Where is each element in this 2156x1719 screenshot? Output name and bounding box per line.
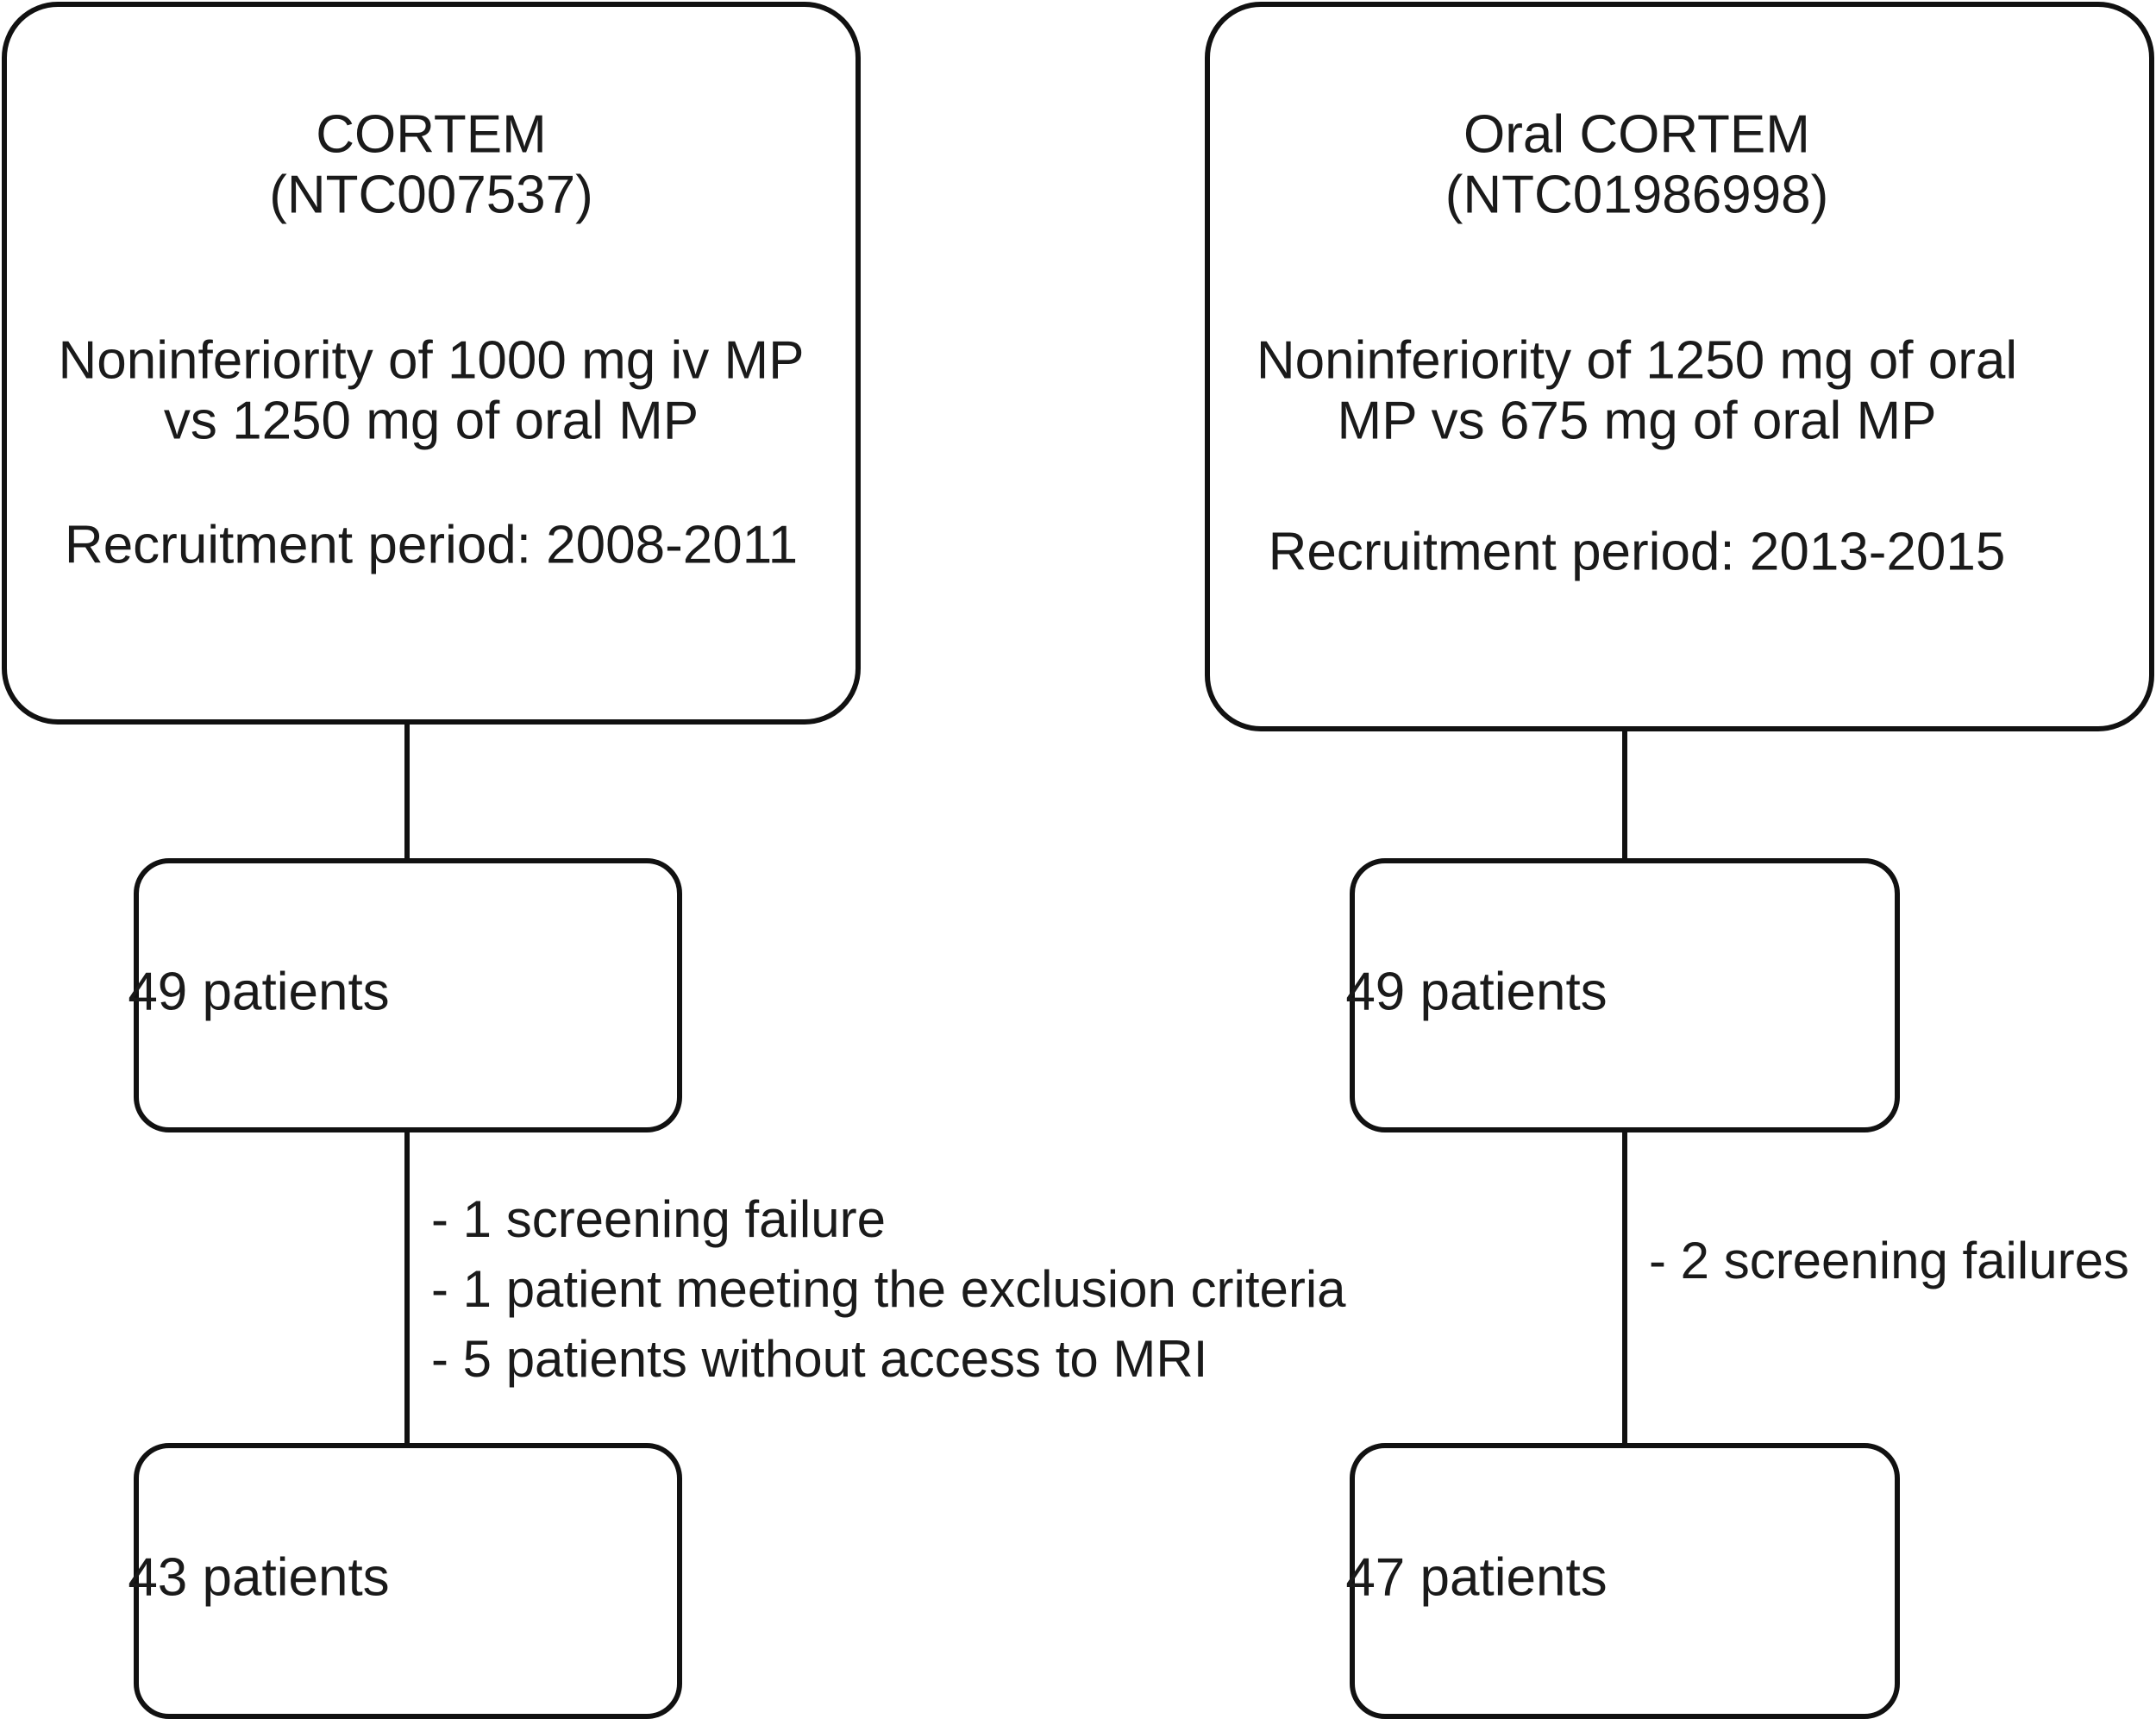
study-box-oral-cortem xyxy=(1205,2,2154,731)
analyzed-box-oral-cortem xyxy=(1350,1443,1900,1719)
enrolled-box-oral-cortem xyxy=(1350,858,1900,1132)
enrolled-count-cortem: 49 patients xyxy=(128,962,389,1021)
study-registration-cortem: (NTC007537) xyxy=(269,165,593,224)
analyzed-count-cortem: 43 patients xyxy=(128,1547,389,1607)
study-registration-oral-cortem: (NTC01986998) xyxy=(1445,165,1829,224)
study-objective-line2-oral-cortem: MP vs 675 mg of oral MP xyxy=(1338,391,1937,450)
study-objective-line1-cortem: Noninferiority of 1000 mg iv MP xyxy=(59,330,805,390)
exclusion-item-left-0: - 1 screening failure xyxy=(431,1190,886,1248)
exclusion-item-left-2: - 5 patients without access to MRI xyxy=(431,1330,1207,1388)
enrolled-count-oral-cortem: 49 patients xyxy=(1345,962,1607,1021)
study-objective-line1-oral-cortem: Noninferiority of 1250 mg of oral xyxy=(1257,330,2017,390)
analyzed-count-oral-cortem: 47 patients xyxy=(1345,1547,1607,1607)
study-name-oral-cortem: Oral CORTEM xyxy=(1463,104,1810,164)
exclusion-item-left-1: - 1 patient meeting the exclusion criter… xyxy=(431,1260,1346,1318)
study-box-cortem xyxy=(2,2,861,725)
study-recruitment-cortem: Recruitment period: 2008-2011 xyxy=(65,515,798,574)
exclusion-item-right-0: - 2 screening failures xyxy=(1649,1232,2129,1289)
study-objective-line2-cortem: vs 1250 mg of oral MP xyxy=(164,391,699,450)
study-recruitment-oral-cortem: Recruitment period: 2013-2015 xyxy=(1269,522,2006,581)
enrolled-box-cortem xyxy=(134,858,682,1132)
study-name-cortem: CORTEM xyxy=(316,104,547,164)
analyzed-box-cortem xyxy=(134,1443,682,1719)
